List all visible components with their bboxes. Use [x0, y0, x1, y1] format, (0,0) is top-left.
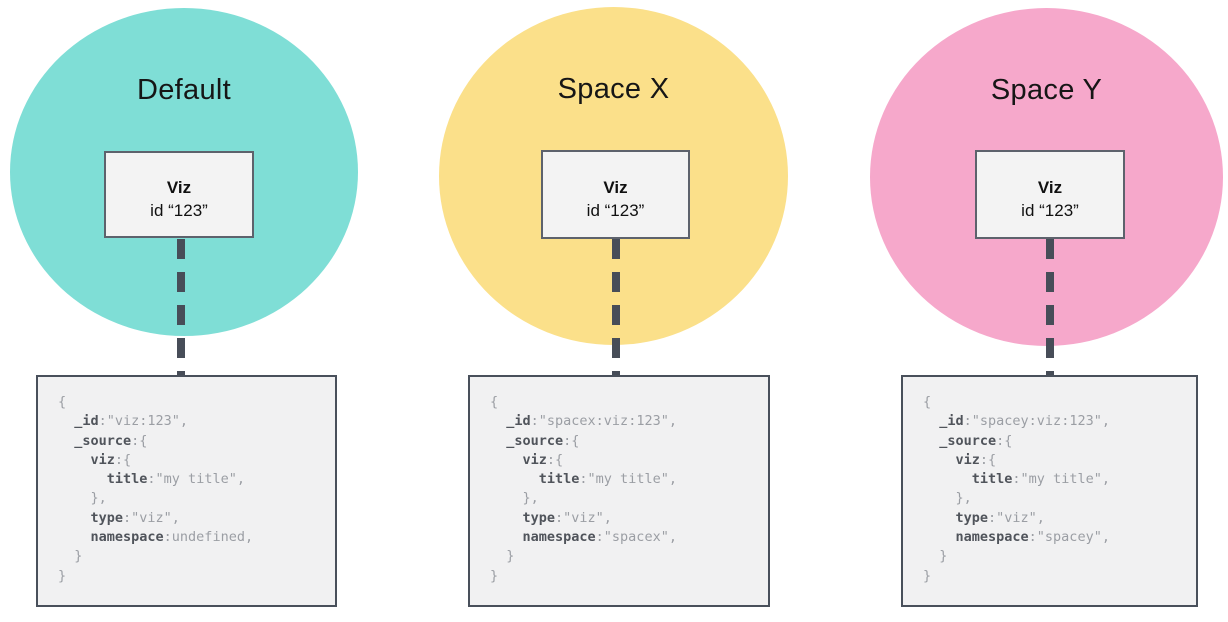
- dashed-connector-spacey: [1046, 239, 1054, 379]
- dashed-connector-default: [177, 239, 185, 379]
- space-title-spacey: Space Y: [990, 74, 1103, 106]
- viz-node-id: id “123”: [150, 201, 208, 220]
- code-block-spacey: { _id:"spacey:viz:123", _source:{ viz:{ …: [923, 394, 1110, 584]
- code-block-default: { _id:"viz:123", _source:{ viz:{ title:"…: [58, 394, 254, 584]
- viz-node-default: Viz id “123”: [104, 151, 254, 238]
- viz-node-title: Viz: [166, 178, 192, 197]
- space-title-default: Default: [137, 74, 231, 106]
- viz-node-title: Viz: [603, 178, 628, 197]
- code-block-spacex: { _id:"spacex:viz:123", _source:{ viz:{ …: [490, 394, 677, 584]
- viz-node-id: id “123”: [1021, 201, 1079, 220]
- viz-node-id: id “123”: [586, 201, 645, 220]
- saved-object-doc-spacex: { _id:"spacex:viz:123", _source:{ viz:{ …: [468, 375, 770, 607]
- viz-node-spacey: Viz id “123”: [975, 150, 1125, 239]
- saved-object-doc-default: { _id:"viz:123", _source:{ viz:{ title:"…: [36, 375, 337, 607]
- viz-node-spacex: Viz id “123”: [541, 150, 690, 239]
- saved-object-doc-spacey: { _id:"spacey:viz:123", _source:{ viz:{ …: [901, 375, 1198, 607]
- viz-node-title: Viz: [1037, 178, 1063, 197]
- space-title-spacex: Space X: [557, 73, 670, 105]
- dashed-connector-spacex: [612, 239, 620, 379]
